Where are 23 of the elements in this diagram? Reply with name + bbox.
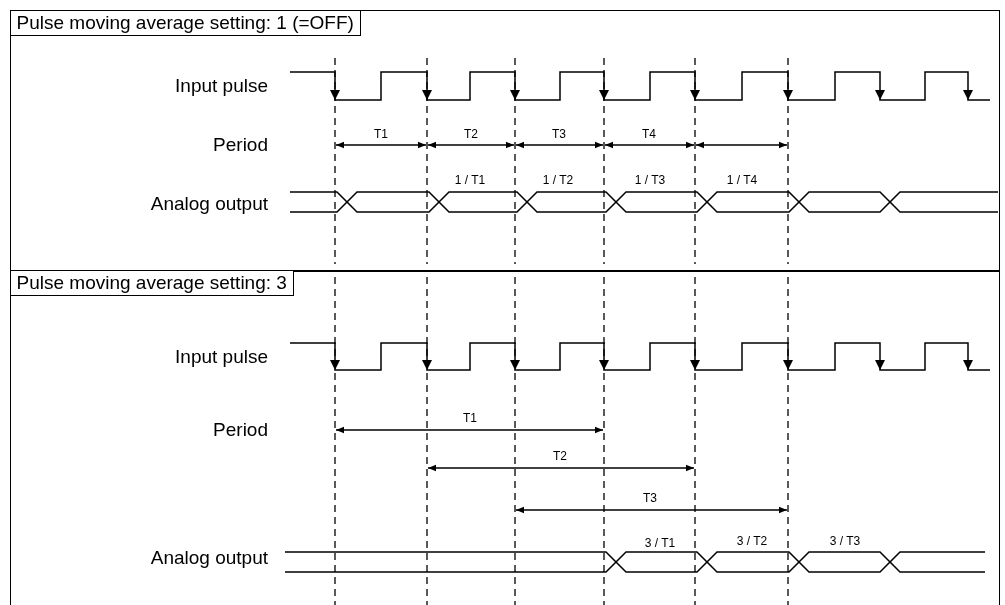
timing-label: T4 xyxy=(642,128,656,140)
timing-label: 1 / T3 xyxy=(634,174,666,186)
timing-label: 1 / T4 xyxy=(726,174,758,186)
panel-frame xyxy=(10,270,1000,605)
signal-name: Input pulse xyxy=(175,347,268,366)
timing-label: T3 xyxy=(643,492,657,504)
panel-heading: Pulse moving average setting: 3 xyxy=(9,269,294,296)
signal-name: Period xyxy=(213,420,268,439)
timing-label: T1 xyxy=(463,412,477,424)
timing-label: 1 / T2 xyxy=(542,174,574,186)
timing-label: 3 / T2 xyxy=(736,535,768,547)
timing-label: T2 xyxy=(553,450,567,462)
signal-name: Analog output xyxy=(150,548,268,567)
timing-label: 3 / T3 xyxy=(829,535,861,547)
signal-name: Input pulse xyxy=(175,76,268,95)
timing-label: 3 / T1 xyxy=(644,537,676,549)
timing-label: T3 xyxy=(552,128,566,140)
timing-label: 1 / T1 xyxy=(454,174,486,186)
panel-heading: Pulse moving average setting: 1 (=OFF) xyxy=(9,9,361,36)
timing-label: T1 xyxy=(374,128,388,140)
signal-name: Period xyxy=(213,135,268,154)
signal-name: Analog output xyxy=(150,194,268,213)
timing-label: T2 xyxy=(464,128,478,140)
